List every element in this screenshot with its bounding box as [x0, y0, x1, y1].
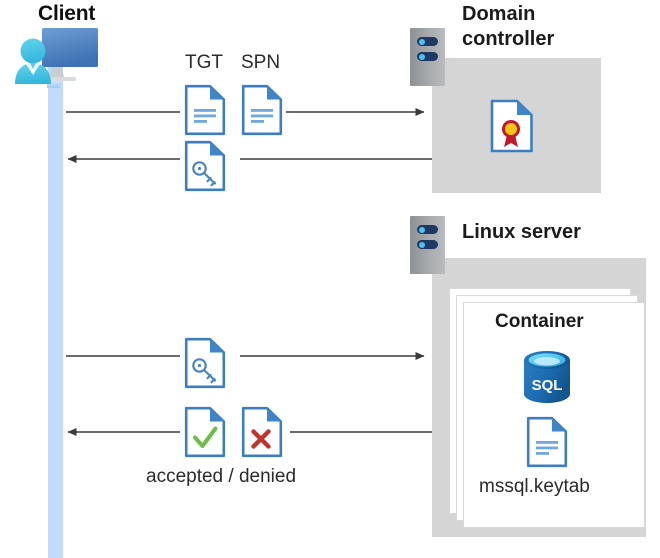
keytab-file-icon: [526, 416, 568, 468]
page-title-container: Container: [495, 311, 584, 332]
client-lifeline: [48, 62, 63, 558]
rack-bar: [417, 37, 438, 46]
label-mssql-keytab: mssql.keytab: [479, 476, 590, 497]
rack-led-icon: [419, 226, 425, 233]
label-tgt: TGT: [185, 52, 223, 73]
rack-bar: [417, 225, 438, 234]
rack-led-icon: [419, 38, 425, 45]
check-document-icon: [184, 406, 226, 458]
domain-controller-title-line2: controller: [462, 28, 555, 50]
label-accepted-denied: accepted / denied: [146, 466, 297, 487]
container-card-front: [463, 302, 645, 528]
page-title-client: Client: [38, 2, 96, 25]
label-spn: SPN: [241, 52, 281, 73]
document-icon: [241, 84, 283, 136]
page-title-domain-controller: Domain controller: [462, 2, 632, 52]
page-title-linux-server: Linux server: [462, 221, 581, 243]
sql-database-icon: SQL: [521, 349, 573, 405]
key-document-icon: [184, 337, 226, 389]
document-icon: [184, 84, 226, 136]
rack-bar: [417, 240, 438, 249]
domain-controller-title-line1: Domain: [462, 3, 536, 25]
sql-database-label: SQL: [532, 377, 563, 394]
key-document-icon: [184, 140, 226, 192]
certificate-icon: [490, 99, 534, 153]
user-monitor-icon: [6, 22, 102, 88]
rack-bar: [417, 52, 438, 61]
domain-controller-server-rack-icon: [410, 28, 445, 86]
cross-document-icon: [241, 406, 283, 458]
linux-server-server-rack-icon: [410, 216, 445, 274]
rack-led-icon: [419, 241, 425, 248]
rack-led-icon: [419, 53, 425, 60]
